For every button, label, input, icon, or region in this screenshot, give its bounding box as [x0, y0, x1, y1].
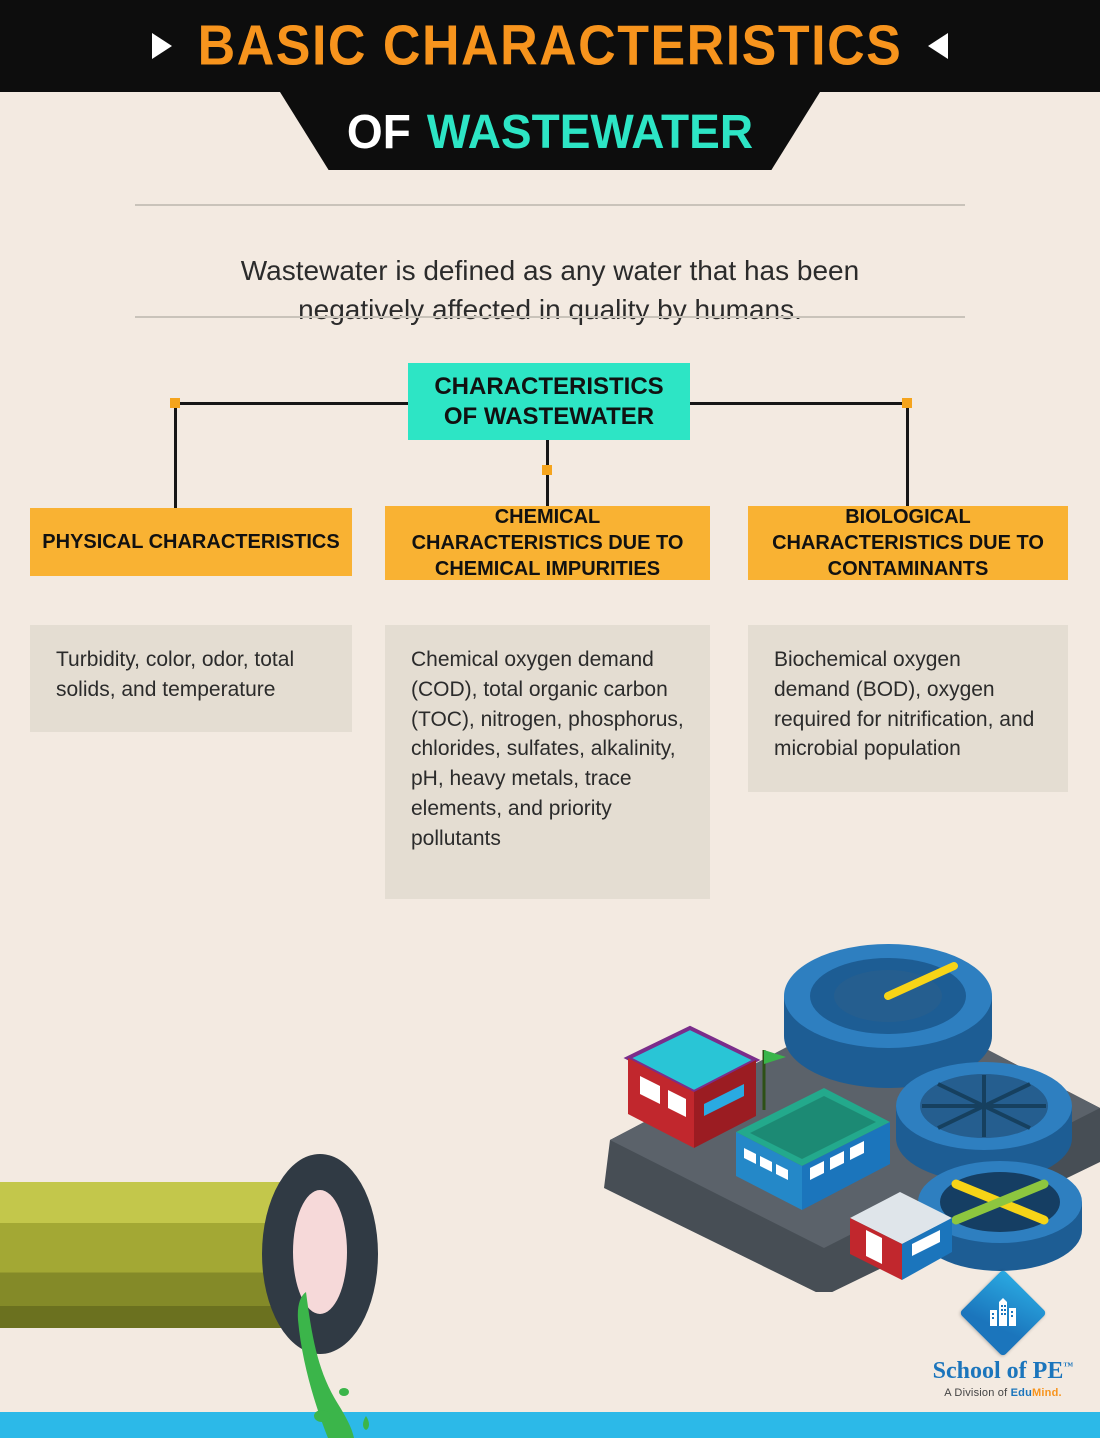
divider-top — [135, 204, 965, 206]
branch-biological-description: Biochemical oxygen demand (BOD), oxygen … — [748, 625, 1068, 792]
brand-name: School of PE™ — [918, 1358, 1088, 1384]
subtitle-highlight: WASTEWATER — [426, 103, 754, 159]
logo-diamond-icon — [959, 1269, 1047, 1357]
treatment-plant-illustration — [604, 944, 1100, 1292]
flowchart-root-node: CHARACTERISTICS OF WASTEWATER — [408, 363, 690, 440]
connector-vertical-right — [906, 402, 909, 508]
divider-bottom — [135, 316, 965, 318]
brand-tagline: A Division of EduMind. — [918, 1387, 1088, 1399]
aeration-tank — [918, 1161, 1082, 1271]
tagline-mind: Mind. — [1032, 1387, 1062, 1400]
connector-dot-center — [542, 465, 552, 475]
connector-horizontal-left — [174, 402, 408, 405]
pipe-opening — [293, 1190, 347, 1314]
branch-chemical-description: Chemical oxygen demand (COD), total orga… — [385, 625, 710, 899]
tagline-edu: Edu — [1010, 1387, 1033, 1400]
school-of-pe-logo: School of PE™ A Division of EduMind. — [918, 1269, 1088, 1399]
branch-chemical-title: CHEMICAL CHARACTERISTICS DUE TO CHEMICAL… — [385, 506, 710, 580]
arrow-left-icon — [928, 33, 949, 59]
header-banner: BASIC CHARACTERISTICS — [0, 0, 1100, 92]
connector-horizontal-right — [690, 402, 909, 405]
brand-trademark: ™ — [1063, 1361, 1074, 1372]
subtitle-prefix: OF — [346, 103, 411, 159]
connector-dot-left — [170, 398, 180, 408]
branch-biological-title: BIOLOGICAL CHARACTERISTICS DUE TO CONTAM… — [748, 506, 1068, 580]
arrow-right-icon — [151, 33, 172, 59]
buildings-icon — [990, 1298, 1016, 1326]
clarifier-tank-1 — [784, 944, 992, 1088]
branch-physical-description: Turbidity, color, odor, total solids, an… — [30, 625, 352, 732]
plant-building-1 — [623, 1025, 761, 1148]
plant-building-3 — [850, 1192, 952, 1280]
definition-text: Wastewater is defined as any water that … — [240, 255, 860, 325]
brand-name-text: School of PE — [932, 1358, 1064, 1384]
connector-dot-right — [902, 398, 912, 408]
tagline-prefix: A Division of — [944, 1387, 1011, 1400]
branch-physical-title: PHYSICAL CHARACTERISTICS — [30, 508, 352, 576]
drain-pipe-illustration — [0, 1154, 378, 1438]
subtitle-banner: OF WASTEWATER — [280, 92, 820, 170]
water-strip — [0, 1412, 1100, 1438]
plant-building-2 — [736, 1088, 890, 1210]
page-title: BASIC CHARACTERISTICS — [197, 14, 903, 78]
connector-vertical-left — [174, 402, 177, 508]
waste-stream — [297, 1292, 369, 1438]
flag-pole — [762, 1050, 786, 1110]
clarifier-tank-2 — [896, 1062, 1072, 1182]
